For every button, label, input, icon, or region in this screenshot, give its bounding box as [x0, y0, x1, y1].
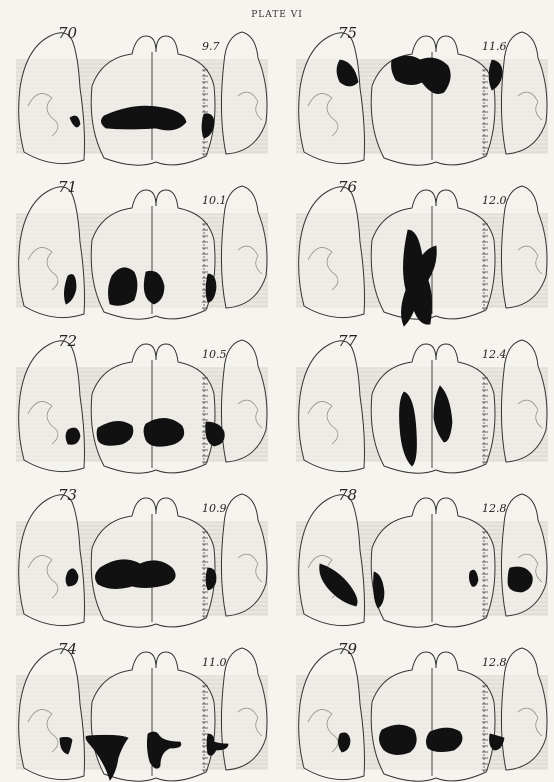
figure-number: 74	[58, 640, 77, 658]
central-outline	[91, 344, 215, 473]
brain-section-panel: 79 12.8	[292, 642, 552, 782]
figure-number: 77	[338, 332, 357, 350]
lesion-area	[426, 728, 462, 752]
lesion-area	[144, 418, 184, 446]
central-outline	[371, 36, 495, 165]
brain-section-panel: 77 12.4	[292, 334, 552, 474]
figure-number: 73	[58, 486, 77, 504]
brain-section-panel: 76 12.0	[292, 180, 552, 320]
brain-section-drawing	[12, 180, 272, 320]
brain-section-panel: 72 10.5	[12, 334, 272, 474]
brain-section-drawing	[12, 642, 272, 782]
figure-number: 78	[338, 486, 357, 504]
plate-title: PLATE VI	[0, 10, 554, 20]
figure-number: 75	[338, 24, 357, 42]
central-outline	[371, 498, 495, 627]
section-depth: 9.7	[202, 40, 220, 53]
figure-number: 76	[338, 178, 357, 196]
brain-section-drawing	[292, 26, 552, 166]
central-outline	[371, 344, 495, 473]
brain-section-panel: 70 9.7	[12, 26, 272, 166]
section-depth: 12.0	[482, 194, 507, 207]
section-depth: 11.0	[202, 656, 227, 669]
figure-number: 79	[338, 640, 357, 658]
section-depth: 10.1	[202, 194, 227, 207]
brain-section-panel: 71 10.1	[12, 180, 272, 320]
section-depth: 11.6	[482, 40, 507, 53]
brain-section-panel: 73 10.9	[12, 488, 272, 628]
section-depth: 10.5	[202, 348, 227, 361]
central-outline	[91, 36, 215, 165]
section-depth: 12.4	[482, 348, 507, 361]
lesion-area	[379, 725, 416, 755]
section-depth: 10.9	[202, 502, 227, 515]
lesion-area	[95, 560, 175, 589]
lesion-area	[508, 567, 532, 592]
brain-section-drawing	[12, 334, 272, 474]
brain-section-drawing	[12, 26, 272, 166]
brain-section-panel: 74 11.0	[12, 642, 272, 782]
brain-section-drawing	[12, 488, 272, 628]
figure-number: 72	[58, 332, 77, 350]
brain-section-panel: 75 11.6	[292, 26, 552, 166]
figure-number: 71	[58, 178, 77, 196]
central-outline	[371, 652, 495, 781]
brain-section-drawing	[292, 334, 552, 474]
brain-section-drawing	[292, 642, 552, 782]
figure-number: 70	[58, 24, 77, 42]
brain-section-panel: 78 12.8	[292, 488, 552, 628]
brain-section-drawing	[292, 488, 552, 628]
section-depth: 12.8	[482, 656, 507, 669]
section-depth: 12.8	[482, 502, 507, 515]
brain-section-drawing	[292, 180, 552, 320]
